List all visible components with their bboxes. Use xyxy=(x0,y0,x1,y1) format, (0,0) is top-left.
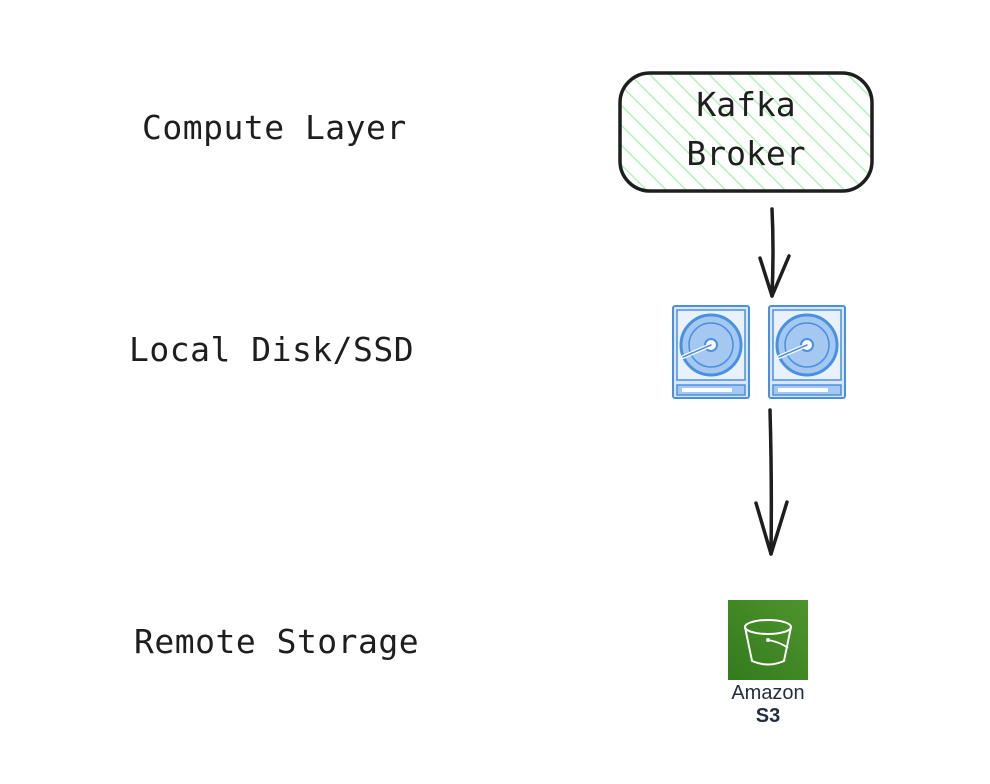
hard-disk-icon xyxy=(768,305,846,399)
local-disk-label: Local Disk/SSD xyxy=(129,330,415,369)
arrow-broker-to-disk xyxy=(758,207,791,298)
compute-layer-label: Compute Layer xyxy=(142,108,407,147)
arrow-disk-to-s3 xyxy=(754,408,789,556)
broker-hatch-fill xyxy=(620,73,872,191)
broker-label-line1: Kafka xyxy=(696,85,796,124)
kafka-broker-box[interactable] xyxy=(618,71,874,193)
s3-sub-label: S3 xyxy=(755,705,781,727)
hard-disk-icon xyxy=(672,305,750,399)
broker-outline xyxy=(618,71,874,193)
remote-storage-label: Remote Storage xyxy=(134,622,420,661)
s3-bucket-icon xyxy=(728,600,808,680)
s3-name-label: Amazon xyxy=(731,682,805,704)
broker-label-line2: Broker xyxy=(686,134,806,173)
